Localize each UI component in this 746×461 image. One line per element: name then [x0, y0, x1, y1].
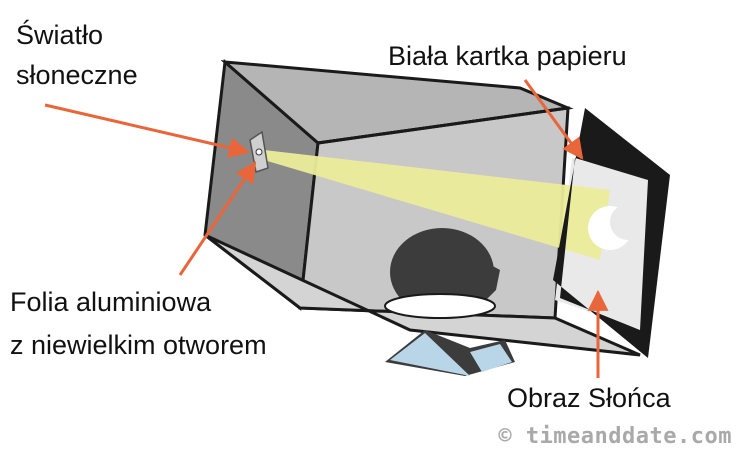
- arrow-foil: [178, 161, 257, 276]
- person-collar: [390, 333, 512, 376]
- label-sunlight-line1: Światło: [16, 20, 104, 50]
- label-sunlight-line2: słoneczne: [16, 60, 138, 90]
- label-foil-line2: z niewielkim otworem: [10, 330, 267, 360]
- arrow-sunlight: [44, 103, 251, 158]
- paper-frame-border: [553, 108, 670, 358]
- neck-hole: [384, 293, 496, 319]
- watermark-text: © timeanddate.com: [498, 424, 732, 449]
- box-front-edge: [317, 106, 569, 145]
- arrow-paper: [523, 79, 584, 160]
- sun-image-crescent: [588, 204, 646, 250]
- light-beam: [264, 150, 610, 260]
- label-sun-image: Obraz Słońca: [507, 383, 671, 413]
- label-white-paper: Biała kartka papieru: [388, 41, 627, 71]
- label-foil-line1: Folia aluminiowa: [10, 287, 212, 317]
